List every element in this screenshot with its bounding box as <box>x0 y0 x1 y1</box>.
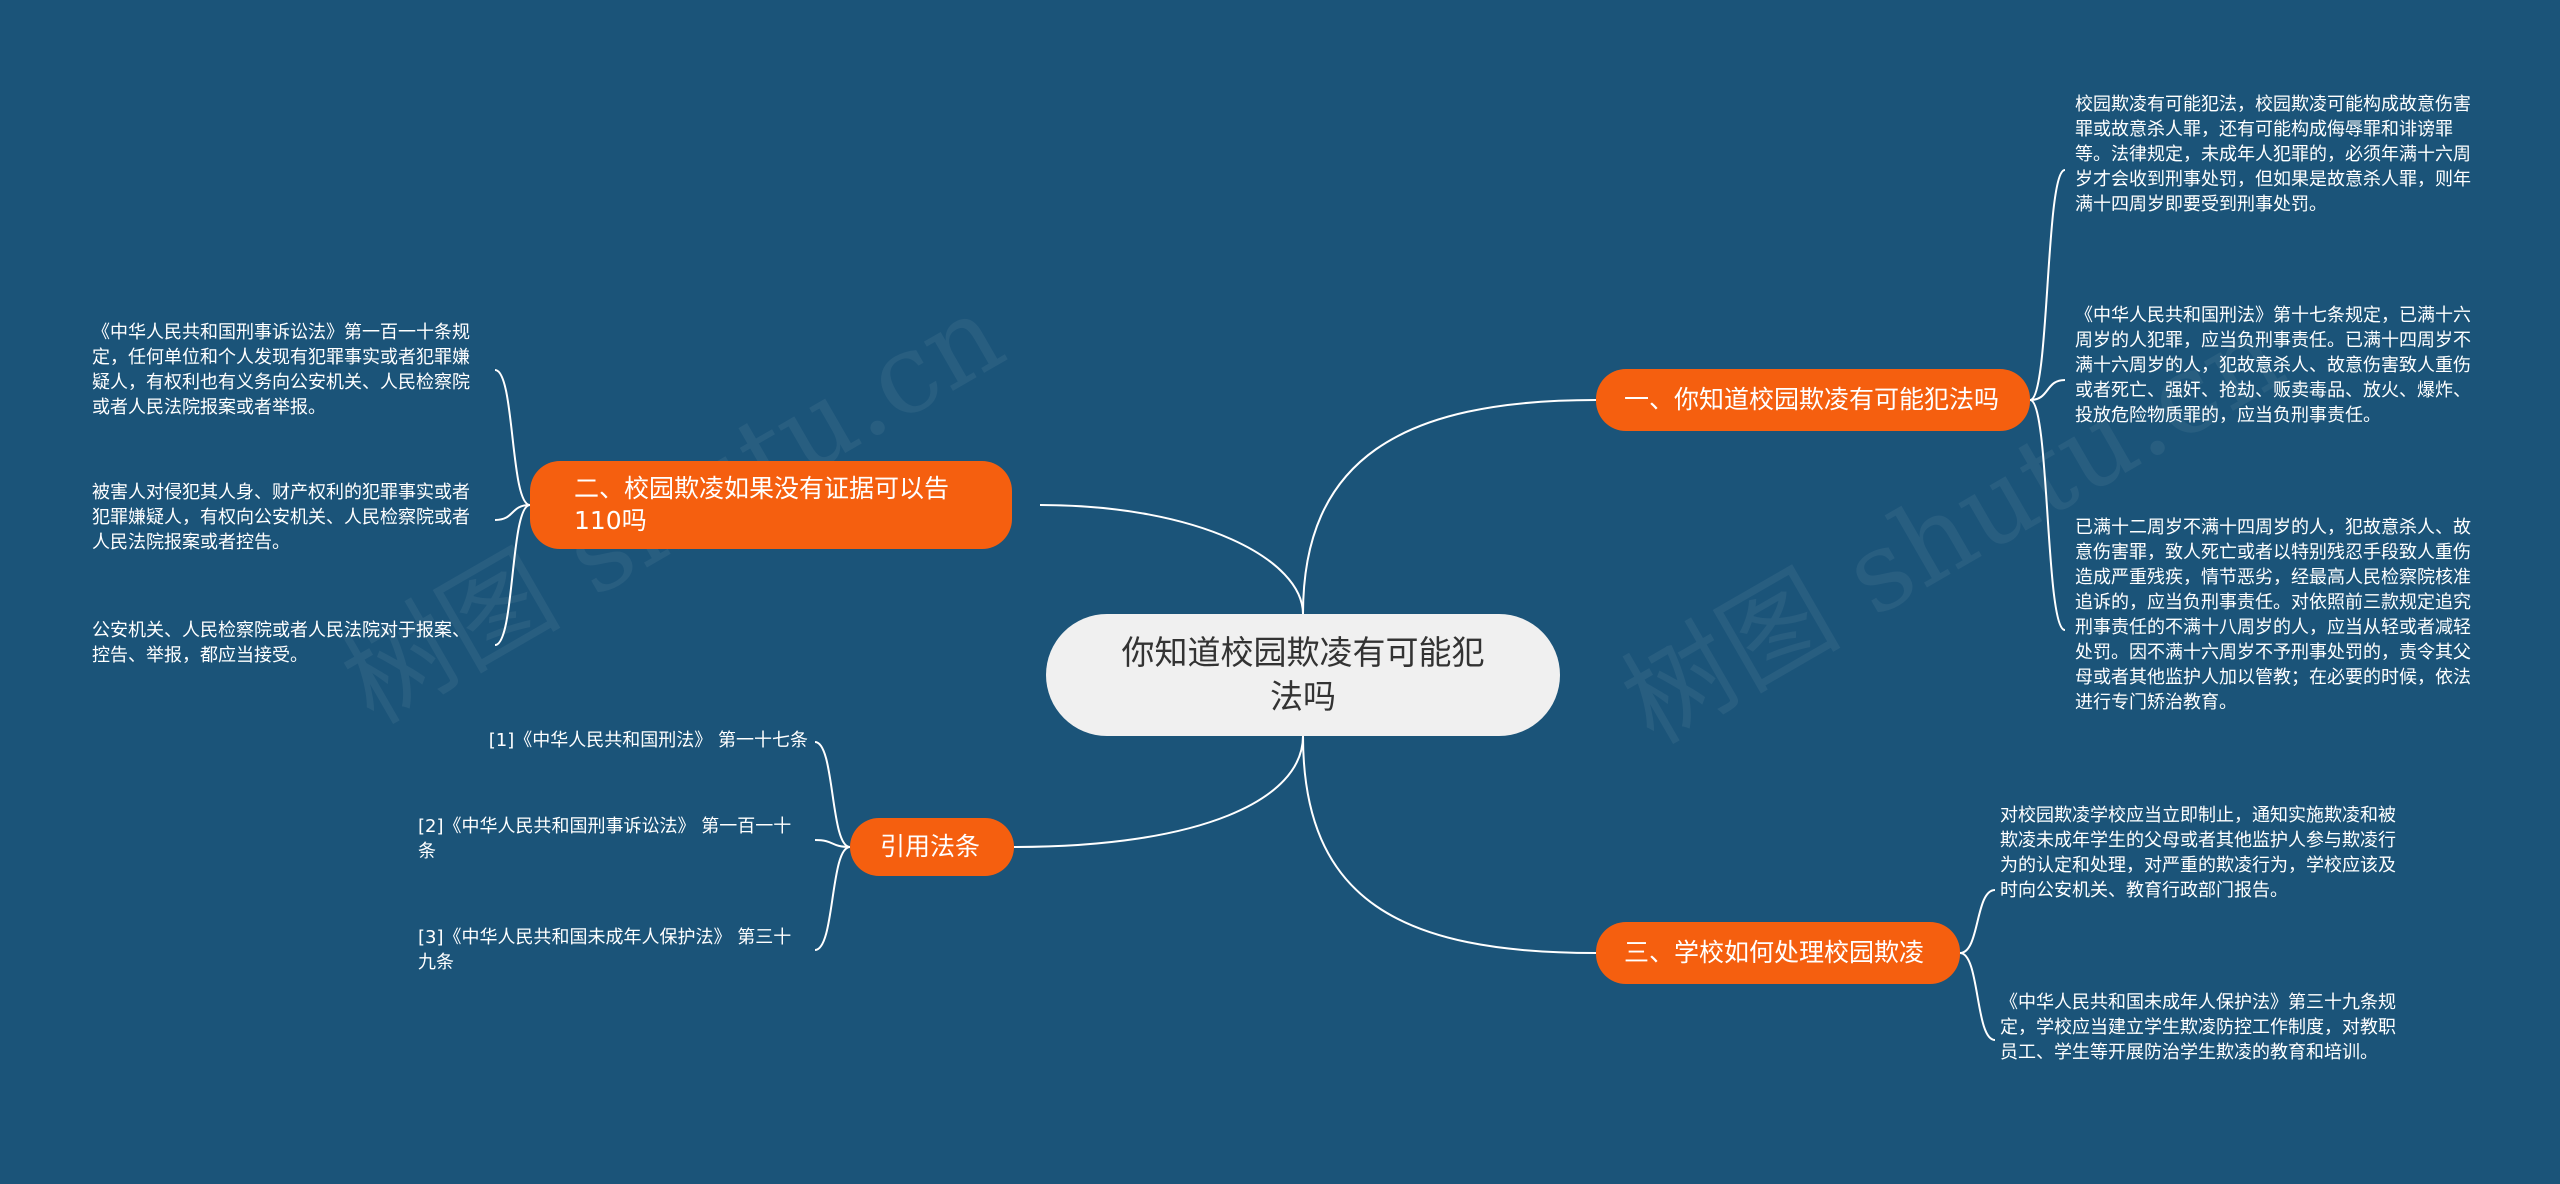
leaf-b1-2[interactable]: 已满十二周岁不满十四周岁的人，犯故意杀人、故意伤害罪，致人死亡或者以特别残忍手段… <box>2075 517 2471 713</box>
leaf-b2-1[interactable]: 被害人对侵犯其人身、财产权利的犯罪事实或者犯罪嫌疑人，有权向公安机关、人民检察院… <box>92 482 470 553</box>
leaf-b1-0[interactable]: 校园欺凌有可能犯法，校园欺凌可能构成故意伤害罪或故意杀人罪，还有可能构成侮辱罪和… <box>2075 94 2471 215</box>
link-b1-leaf-1 <box>2029 379 2066 401</box>
link-b1-leaf-0 <box>2029 169 2066 401</box>
branch-topic-3[interactable]: 三、学校如何处理校园欺凌 <box>1596 922 1960 984</box>
leaf-b2-0[interactable]: 《中华人民共和国刑事诉讼法》第一百一十条规定，任何单位和个人发现有犯罪事实或者犯… <box>92 322 470 418</box>
link-b2-leaf-2 <box>494 504 531 646</box>
leaf-b2-2[interactable]: 公安机关、人民检察院或者人民法院对于报案、控告、举报，都应当接受。 <box>92 620 470 666</box>
link-b3-leaf-0 <box>1959 889 1996 954</box>
link-b2-leaf-1 <box>494 504 531 521</box>
branch-topic-2[interactable]: 二、校园欺凌如果没有证据可以告110吗 <box>530 461 1012 549</box>
link-b3-leaf-1 <box>1959 952 1996 1041</box>
link-b4-leaf-2 <box>814 846 851 951</box>
branch-topic-1[interactable]: 一、你知道校园欺凌有可能犯法吗 <box>1596 369 2030 431</box>
leaf-b3-1[interactable]: 《中华人民共和国未成年人保护法》第三十九条规定，学校应当建立学生欺凌防控工作制度… <box>2000 992 2396 1063</box>
leaf-b4-0[interactable]: [1]《中华人民共和国刑法》 第一十七条 <box>488 730 808 751</box>
leaf-b4-2[interactable]: [3]《中华人民共和国未成年人保护法》 第三十九条 <box>418 927 792 973</box>
leaf-b3-0[interactable]: 对校园欺凌学校应当立即制止，通知实施欺凌和被欺凌未成年学生的父母或者其他监护人参… <box>2000 805 2396 901</box>
link-b1-leaf-2 <box>2029 399 2066 631</box>
branch-topic-4[interactable]: 引用法条 <box>850 818 1014 876</box>
link-b4-leaf-0 <box>814 741 851 848</box>
leaf-b1-1[interactable]: 《中华人民共和国刑法》第十七条规定，已满十六周岁的人犯罪，应当负刑事责任。已满十… <box>2075 305 2471 426</box>
leaf-b4-1[interactable]: [2]《中华人民共和国刑事诉讼法》 第一百一十条 <box>418 816 792 862</box>
link-b4-leaf-1 <box>814 839 851 848</box>
root-topic[interactable]: 你知道校园欺凌有可能犯法吗 <box>1046 614 1560 736</box>
link-root-b3 <box>1302 735 1597 954</box>
link-root-b1 <box>1302 399 1597 615</box>
link-b2-leaf-0 <box>494 369 531 506</box>
link-root-b4 <box>1013 735 1304 848</box>
link-root-b2 <box>1039 504 1304 615</box>
